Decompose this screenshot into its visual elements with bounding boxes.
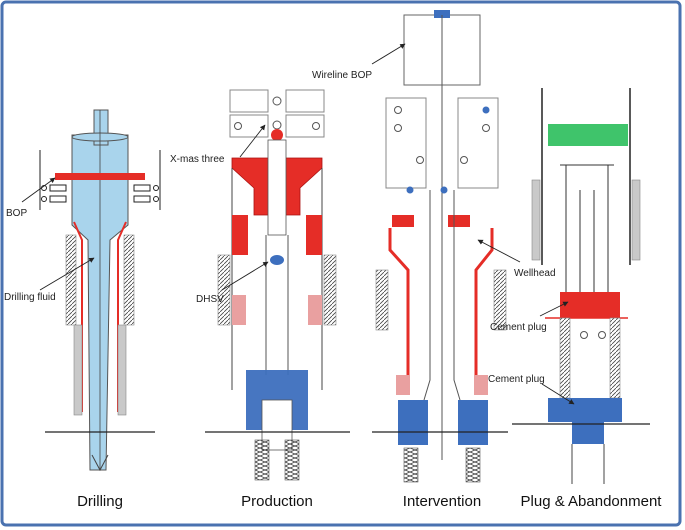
caption-intervention: Intervention xyxy=(403,493,481,510)
label-cement-plug-lower: Cement plug xyxy=(488,374,545,385)
label-xmas-three: X-mas three xyxy=(170,154,225,165)
intervention-well xyxy=(371,10,521,483)
caption-drilling: Drilling xyxy=(77,493,123,510)
label-wireline-bop: Wireline BOP xyxy=(312,70,372,81)
caption-production: Production xyxy=(241,493,313,510)
label-drilling-fluid: Drilling fluid xyxy=(4,292,56,303)
production-well xyxy=(205,89,350,481)
plug-abandonment-well xyxy=(512,88,650,484)
label-bop: BOP xyxy=(6,208,27,219)
label-cement-plug-upper: Cement plug xyxy=(490,322,547,333)
label-wellhead: Wellhead xyxy=(514,268,556,279)
drilling-well xyxy=(21,109,161,472)
caption-plug-abandonment: Plug & Abandonment xyxy=(521,493,663,510)
label-dhsv: DHSV xyxy=(196,294,224,305)
